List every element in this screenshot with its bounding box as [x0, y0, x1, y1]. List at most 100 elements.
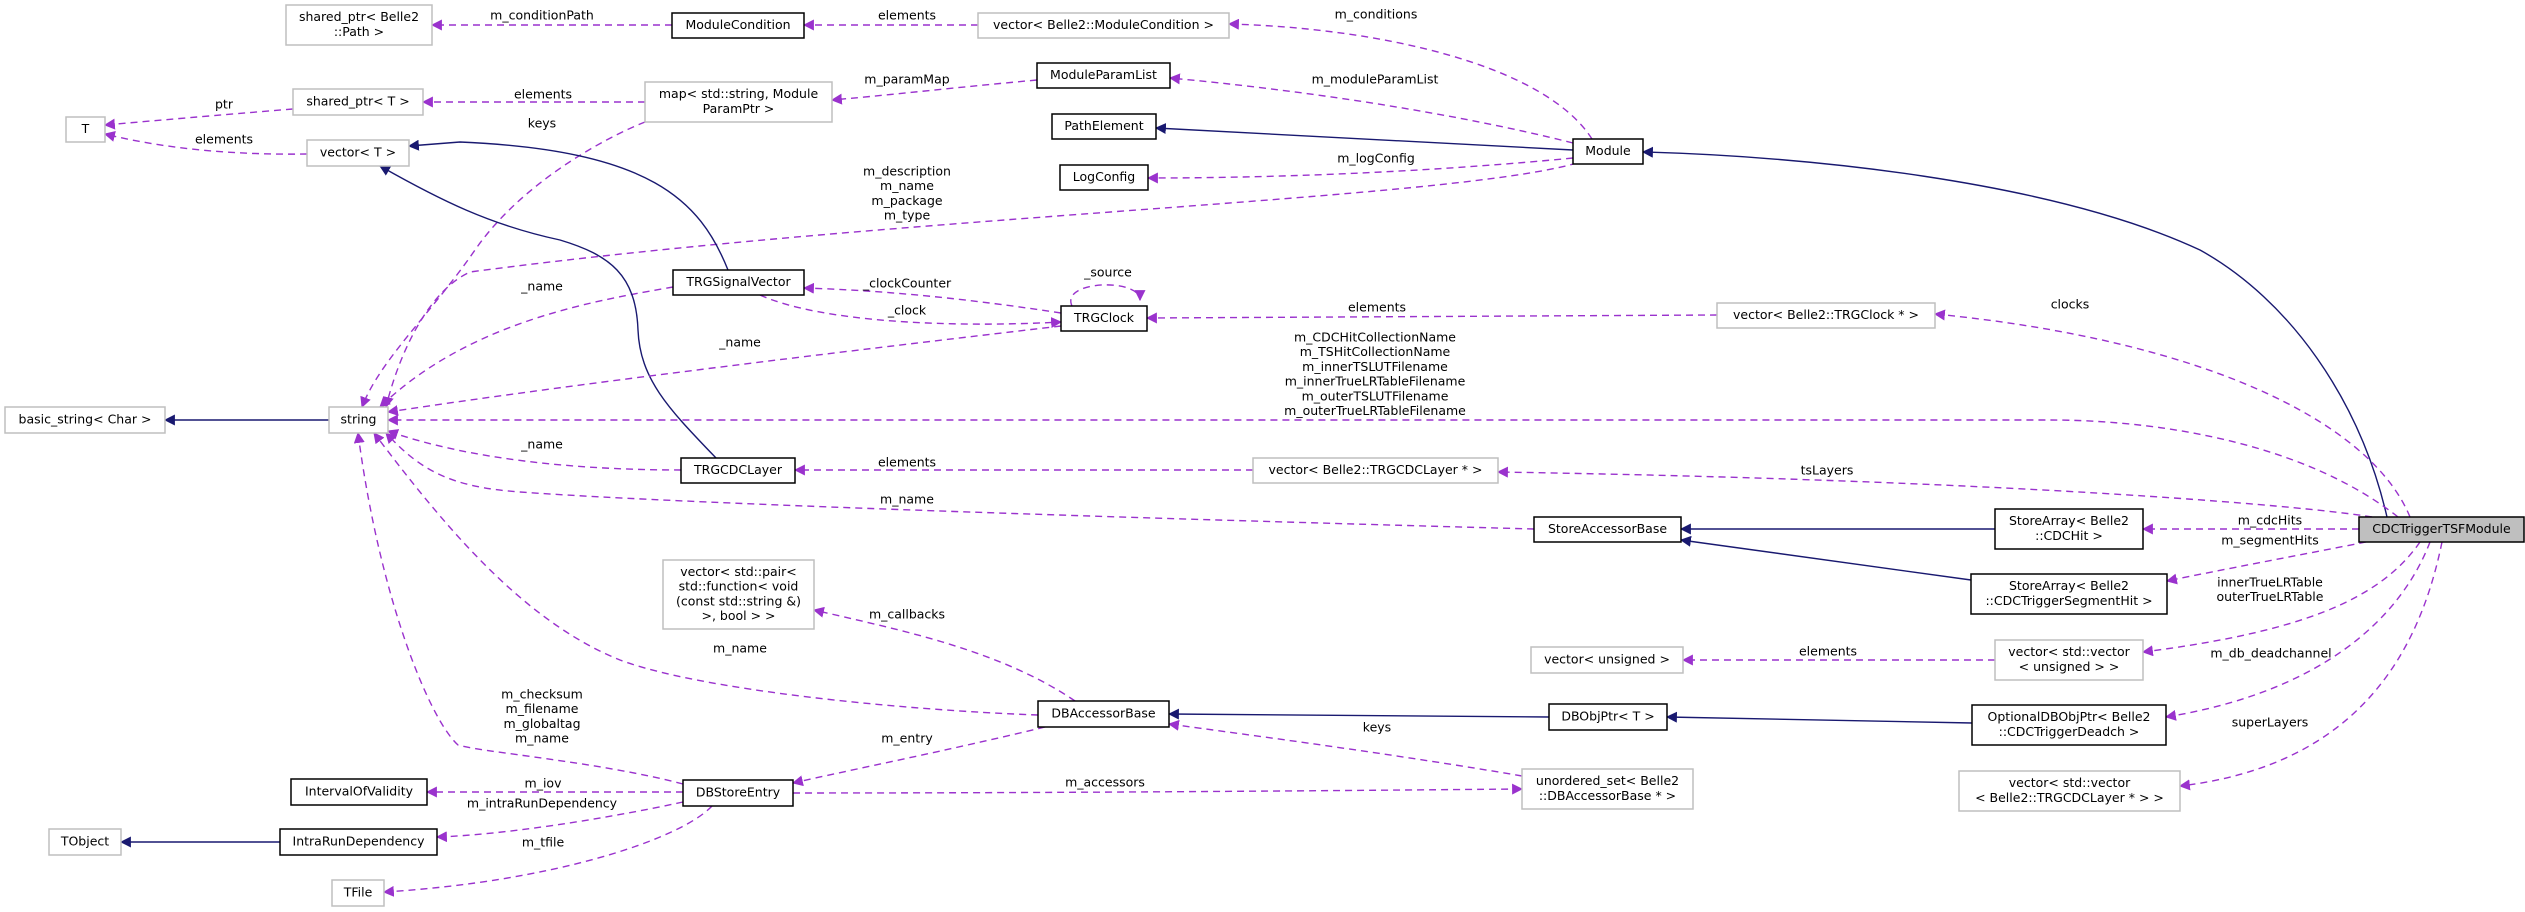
edge-label: m_package [871, 193, 943, 208]
edge-label: m_innerTrueLRTableFilename [1285, 374, 1466, 389]
node-box [1572, 138, 1644, 165]
class-node-log-config[interactable]: LogConfig [1059, 164, 1149, 191]
usage-arrow [1146, 157, 1574, 184]
usage-edge-trg-signal-vector-to-string: _name [379, 279, 674, 408]
edge-label: innerTrueLRTable [2217, 575, 2323, 590]
usage-edge-module-to-log-config: m_logConfig [1146, 151, 1574, 184]
class-node-module[interactable]: Module [1572, 138, 1644, 165]
node-label: DBObjPtr< T > [1561, 709, 1654, 724]
edge-label: m_name [880, 178, 934, 193]
usage-edge-trg-clock-to-string: _name [386, 325, 1062, 416]
edge-label: m_name [515, 731, 569, 746]
edge-label: keys [1363, 720, 1391, 735]
node-label: Module [1585, 143, 1631, 158]
usage-edge-param-map-to-shared-t: elements [421, 87, 645, 108]
class-node-opt-db-obj-ptr[interactable]: OptionalDBObjPtr< Belle2::CDCTriggerDead… [1971, 704, 2167, 746]
edge-label: m_outerTrueLRTableFilename [1284, 403, 1466, 418]
class-node-db-store-entry[interactable]: DBStoreEntry [682, 779, 794, 807]
usage-arrow [386, 414, 2399, 518]
edge-label: keys [528, 116, 556, 131]
inheritance-edge-opt-db-obj-ptr-to-db-obj-ptr [1665, 711, 1973, 724]
usage-edge-module-to-vec-modcond: m_conditions [1227, 7, 1593, 140]
usage-edge-param-map-to-string: keys [360, 116, 646, 409]
node-box [1036, 62, 1171, 89]
usage-edge-db-store-entry-to-unordered-set: m_accessors [792, 775, 1524, 795]
class-node-sa-seghit[interactable]: StoreArray< Belle2::CDCTriggerSegmentHit… [1970, 573, 2168, 615]
node-box [2358, 516, 2525, 543]
usage-arrow [1933, 309, 2411, 518]
node-label: TRGCDCLayer [693, 462, 783, 477]
edge-label: m_outerTSLUTFilename [1302, 388, 1449, 403]
node-label: map< std::string, Module [659, 86, 819, 101]
edge-label: m_paramMap [864, 72, 949, 87]
class-node-vec-clock: vector< Belle2::TRGClock * > [1716, 302, 1936, 329]
node-label: vector< Belle2::ModuleCondition > [993, 17, 1214, 32]
edge-label: elements [1348, 300, 1406, 315]
node-label: T [81, 121, 90, 136]
usage-edge-vec-layer-to-trgcdc-layer: elements [793, 455, 1253, 476]
class-node-sa-cdchit[interactable]: StoreArray< Belle2::CDCHit > [1994, 508, 2144, 550]
node-box [1971, 704, 2167, 746]
class-node-trg-clock[interactable]: TRGClock [1060, 305, 1148, 332]
usage-edge-trgcdc-layer-to-string: _name [386, 429, 682, 471]
node-layer: shared_ptr< Belle2::Path >ModuleConditio… [4, 4, 2525, 907]
usage-edge-vector-t-to-t: elements [103, 131, 308, 155]
class-node-path-element[interactable]: PathElement [1051, 113, 1157, 140]
edge-label: m_iov [525, 776, 563, 791]
node-label: string [341, 412, 377, 427]
usage-arrow [353, 431, 684, 785]
edge-label: tsLayers [1801, 463, 1854, 478]
node-label: vector< Belle2::TRGCDCLayer * > [1269, 462, 1483, 477]
inheritance-arrow [1154, 123, 1574, 151]
usage-edge-module-to-module-param-list: m_moduleParamList [1168, 72, 1574, 144]
inheritance-edge-tsf-module-to-module [1641, 146, 2388, 518]
inheritance-edge-trgcdc-layer-to-vector-t [379, 165, 717, 459]
node-box [292, 88, 424, 116]
class-node-interval-of-validity[interactable]: IntervalOfValidity [290, 778, 428, 806]
usage-edge-tsf-module-to-vec-layer: tsLayers [1496, 463, 2373, 518]
usage-edge-shared-t-to-t: ptr [103, 97, 294, 130]
edge-label: m_cdcHits [2238, 513, 2302, 528]
class-node-basic-string: basic_string< Char > [4, 406, 166, 434]
node-box [671, 12, 805, 39]
inheritance-edge-module-to-path-element [1154, 123, 1574, 151]
edge-label: m_db_deadchannel [2210, 646, 2331, 661]
node-label: (const std::string &) [676, 593, 801, 608]
usage-edge-db-store-entry-to-intra-run-dependency: m_intraRunDependency [435, 796, 684, 843]
node-box [1051, 113, 1157, 140]
edge-label: superLayers [2232, 715, 2309, 730]
class-node-module-condition[interactable]: ModuleCondition [671, 12, 805, 39]
usage-arrow [2164, 541, 2431, 721]
edge-label: _name [520, 279, 563, 294]
node-box [1059, 164, 1149, 191]
usage-edge-tsf-module-to-sa-seghit: m_segmentHits [2165, 533, 2367, 585]
edge-label: clocks [2051, 297, 2090, 312]
edge-label: _name [520, 437, 563, 452]
node-label: TObject [60, 834, 109, 849]
class-node-store-accessor-base[interactable]: StoreAccessorBase [1533, 516, 1682, 543]
node-label: ModuleCondition [685, 17, 790, 32]
inheritance-arrow [1641, 146, 2388, 518]
usage-edge-tsf-module-to-sa-cdchit: m_cdcHits [2141, 513, 2359, 535]
class-node-tsf-module[interactable]: CDCTriggerTSFModule [2358, 516, 2525, 543]
node-label: LogConfig [1073, 169, 1135, 184]
class-node-db-obj-ptr[interactable]: DBObjPtr< T > [1548, 703, 1668, 731]
edge-label: m_callbacks [869, 607, 945, 622]
usage-arrow [386, 325, 1062, 416]
usage-edge-module-param-list-to-param-map: m_paramMap [830, 72, 1038, 105]
class-node-db-accessor-base[interactable]: DBAccessorBase [1037, 700, 1170, 728]
edge-label: m_filename [506, 701, 579, 716]
node-box [1958, 770, 2181, 812]
class-node-module-param-list[interactable]: ModuleParamList [1036, 62, 1171, 89]
class-node-trgcdc-layer[interactable]: TRGCDCLayer [680, 457, 796, 484]
class-node-trg-signal-vector[interactable]: TRGSignalVector [672, 269, 805, 296]
node-label: DBStoreEntry [696, 785, 781, 800]
edge-label: m_CDCHitCollectionName [1294, 330, 1456, 345]
node-label: StoreArray< Belle2 [2009, 578, 2129, 593]
inheritance-edge-trg-signal-vector-to-vector-t [407, 139, 729, 271]
class-node-intra-run-dependency[interactable]: IntraRunDependency [279, 828, 438, 856]
